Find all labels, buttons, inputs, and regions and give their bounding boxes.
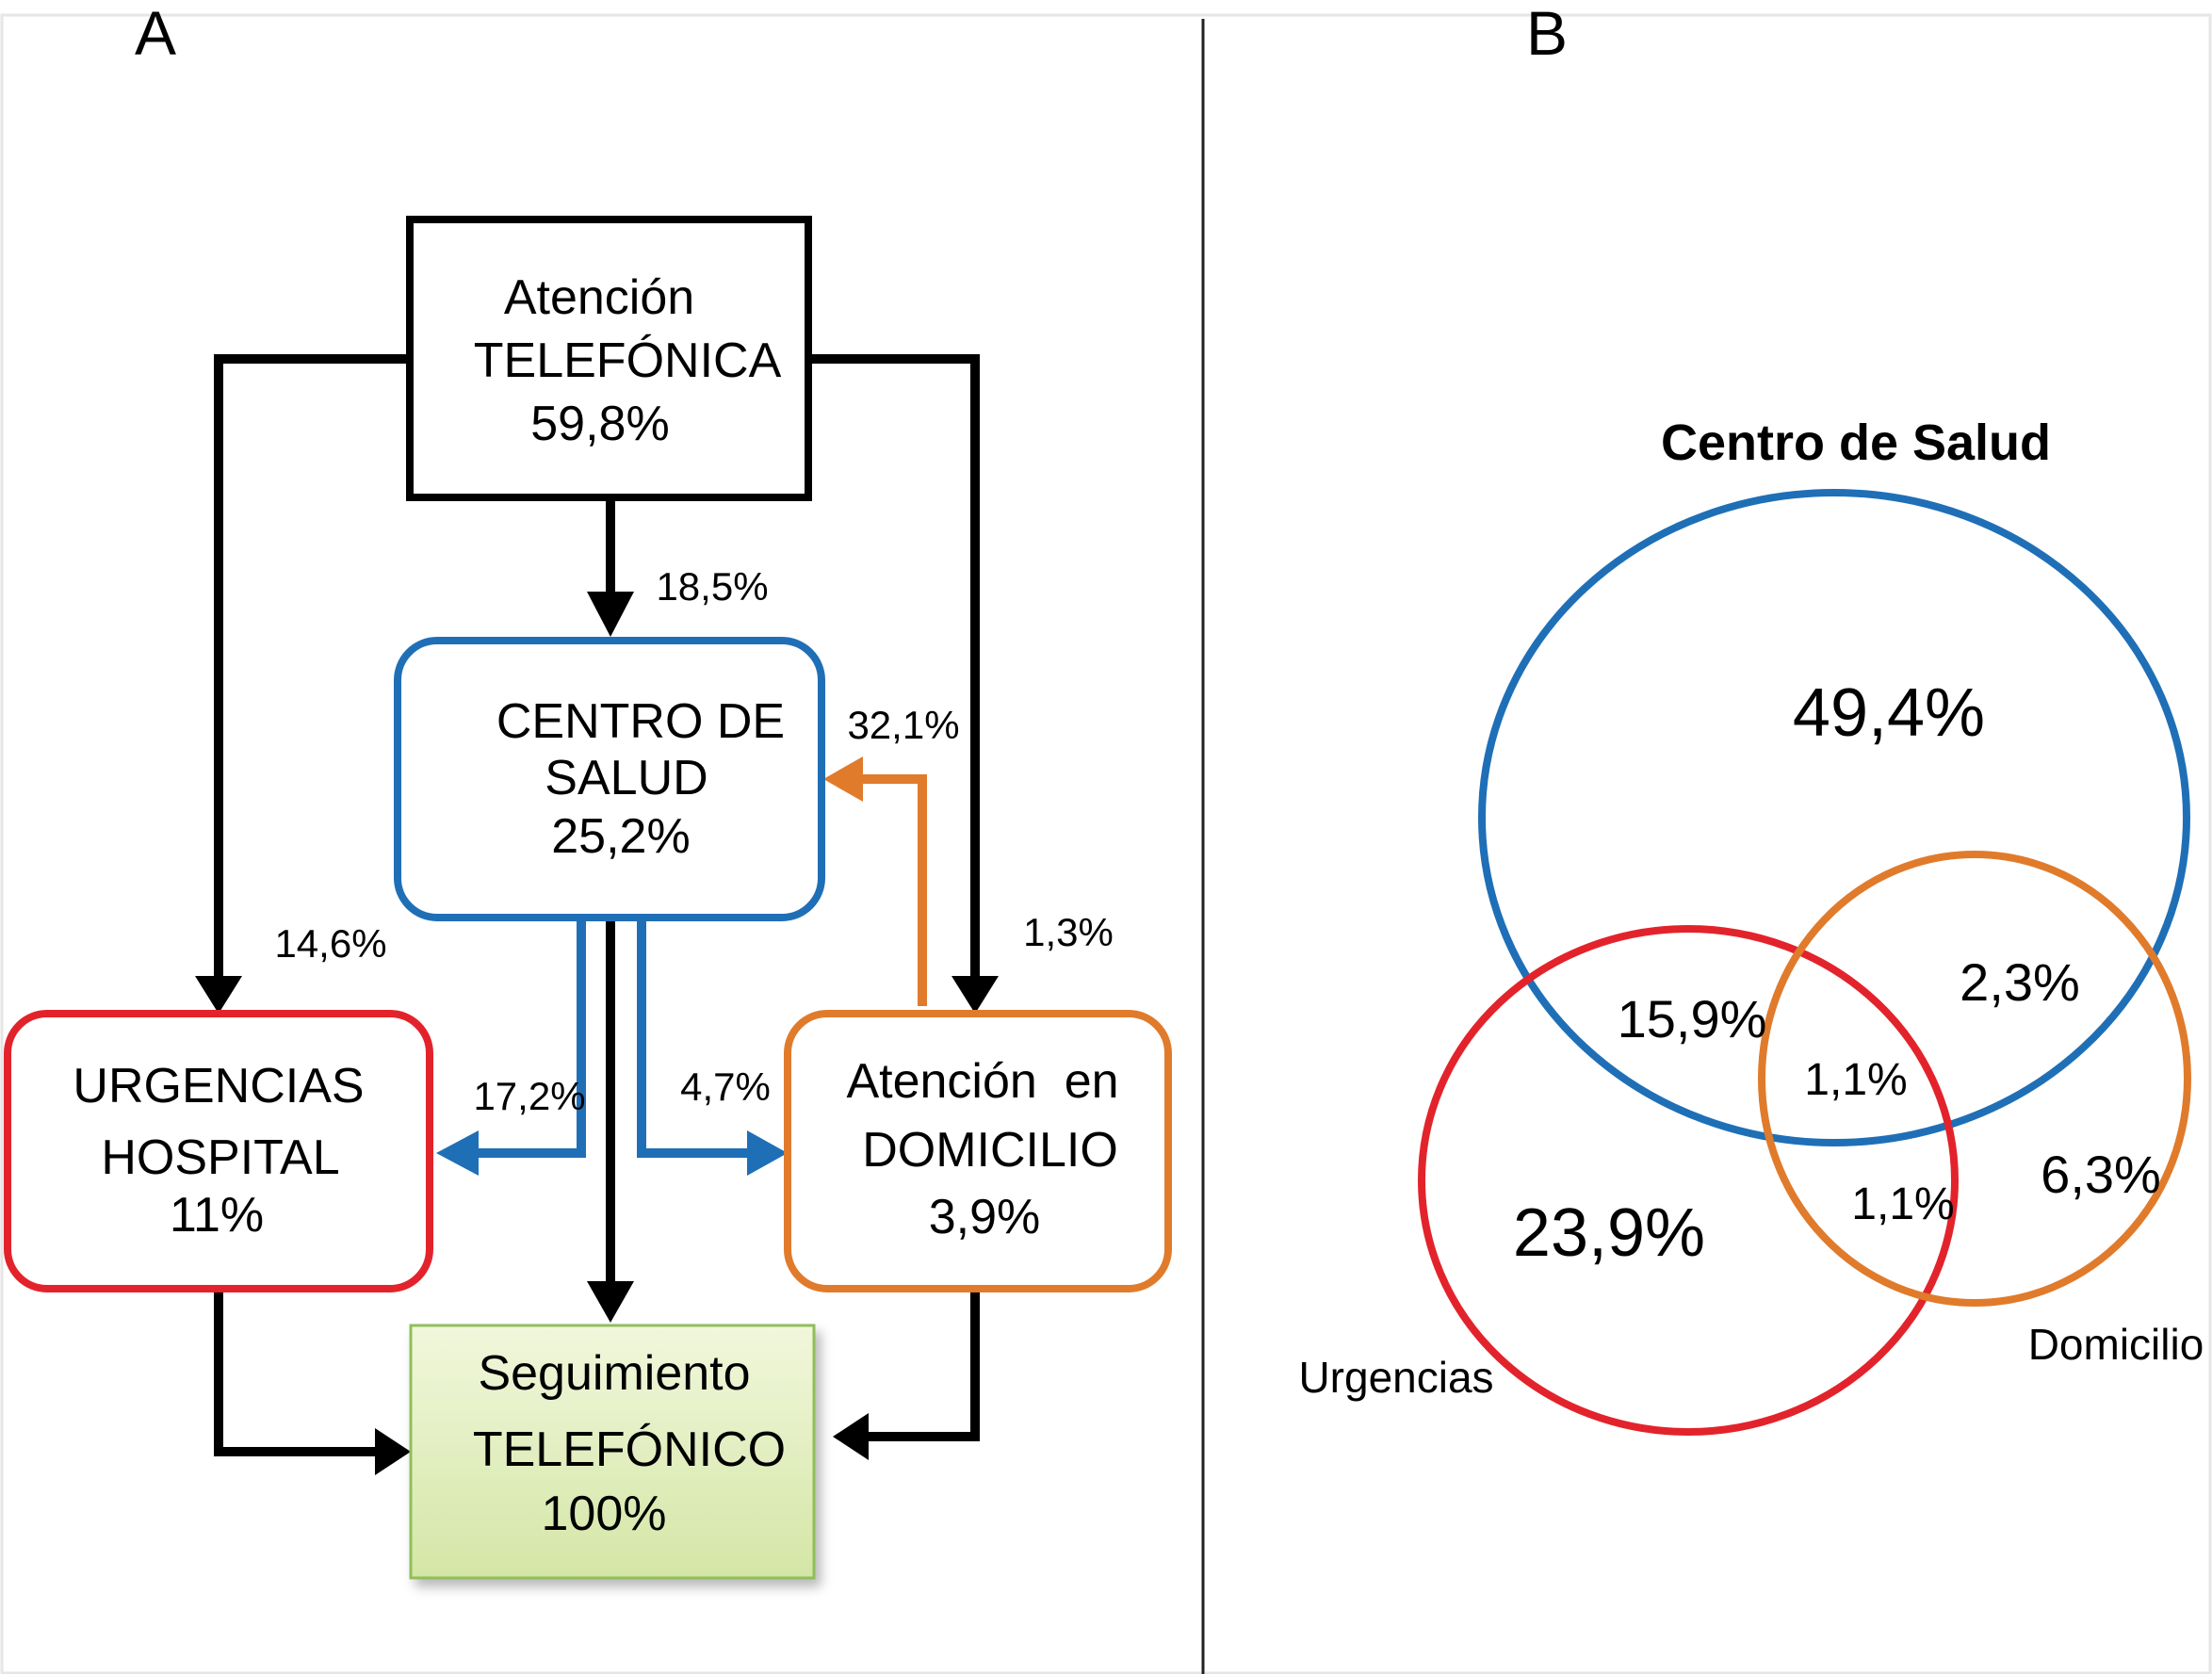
node-telefonica — [406, 216, 812, 501]
node-urgencias — [4, 1010, 433, 1292]
outer-frame — [0, 13, 2212, 1674]
arrow-centro-to-urgencias — [476, 918, 586, 1158]
arrow-tel-to-urgencias — [214, 354, 410, 978]
venn-circle-domicilio — [1758, 851, 2191, 1307]
venn-region-all-three: 1,1% — [1804, 1055, 1907, 1105]
venn-region-centro-only: 49,4% — [1793, 675, 1985, 751]
edge-label-tel-domicilio: 1,3% — [1023, 910, 1114, 954]
blue-arrowheads — [436, 1130, 788, 1176]
arrowhead-seguimiento-top — [587, 1281, 634, 1323]
node-urgencias-pct: 11% — [170, 1188, 264, 1243]
blue-connectors — [476, 918, 750, 1158]
venn-circle-urgencias — [1418, 925, 1959, 1436]
arrowhead-urgencias — [195, 976, 242, 1014]
node-urgencias-line2: HOSPITAL — [101, 1130, 339, 1185]
edge-label-domicilio-centro: 32,1% — [847, 703, 959, 747]
arrowhead-urgencias-blue — [436, 1130, 479, 1176]
venn-region-centro-domicilio: 2,3% — [1960, 952, 2080, 1012]
arrow-domicilio-to-centro — [860, 774, 927, 1006]
node-domicilio-line1: Atención en — [846, 1054, 1118, 1109]
arrowhead-seguimiento-right — [833, 1413, 869, 1460]
venn-region-urgencias-only: 23,9% — [1513, 1195, 1705, 1271]
edge-label-tel-urgencias: 14,6% — [274, 921, 386, 966]
node-centro-line1: CENTRO DE — [496, 694, 785, 749]
node-centro-salud — [394, 637, 825, 921]
node-telefonica-line1: Atención — [504, 270, 694, 325]
node-domicilio — [784, 1010, 1172, 1292]
black-arrowheads — [195, 592, 999, 1475]
arrow-tel-to-domicilio — [808, 354, 980, 978]
edge-label-tel-centro: 18,5% — [656, 564, 768, 609]
node-domicilio-line2: DOMICILIO — [862, 1123, 1118, 1178]
venn-region-centro-urgencias: 15,9% — [1618, 989, 1767, 1048]
panel-letter-b: B — [1526, 0, 1568, 68]
edge-label-centro-domicilio: 4,7% — [680, 1065, 771, 1109]
node-seguimiento-line1: Seguimiento — [478, 1346, 750, 1401]
venn-region-urgencias-domicilio: 1,1% — [1851, 1179, 1954, 1229]
venn-label-urgencias: Urgencias — [1298, 1353, 1493, 1402]
node-telefonica-line2: TELEFÓNICA — [474, 333, 782, 388]
venn-label-domicilio: Domicilio — [2028, 1320, 2204, 1369]
arrowhead-centro — [587, 592, 634, 637]
node-telefonica-pct: 59,8% — [530, 397, 669, 451]
node-domicilio-pct: 3,9% — [929, 1190, 1041, 1244]
node-seguimiento-line2: TELEFÓNICO — [473, 1422, 786, 1477]
arrowhead-centro-orange — [823, 756, 863, 802]
arrow-centro-to-domicilio — [637, 918, 750, 1158]
node-centro-pct: 25,2% — [551, 809, 690, 864]
venn-title: Centro de Salud — [1661, 414, 2051, 471]
arrowhead-seguimiento-left — [375, 1428, 411, 1475]
arrowhead-domicilio-blue — [747, 1130, 788, 1176]
venn-circle-centro — [1478, 489, 2190, 1146]
edge-label-centro-urgencias: 17,2% — [473, 1074, 585, 1118]
panel-letter-a: A — [135, 0, 176, 68]
arrow-urgencias-to-seguimiento — [214, 1291, 379, 1456]
node-seguimiento — [409, 1324, 816, 1580]
venn-region-domicilio-only: 6,3% — [2041, 1145, 2161, 1204]
arrowhead-domicilio — [951, 976, 999, 1014]
node-urgencias-line1: URGENCIAS — [73, 1059, 364, 1113]
node-seguimiento-pct: 100% — [542, 1487, 667, 1541]
node-centro-line2: SALUD — [545, 751, 708, 805]
arrow-domicilio-to-seguimiento — [865, 1291, 980, 1441]
black-connectors — [214, 354, 980, 1456]
